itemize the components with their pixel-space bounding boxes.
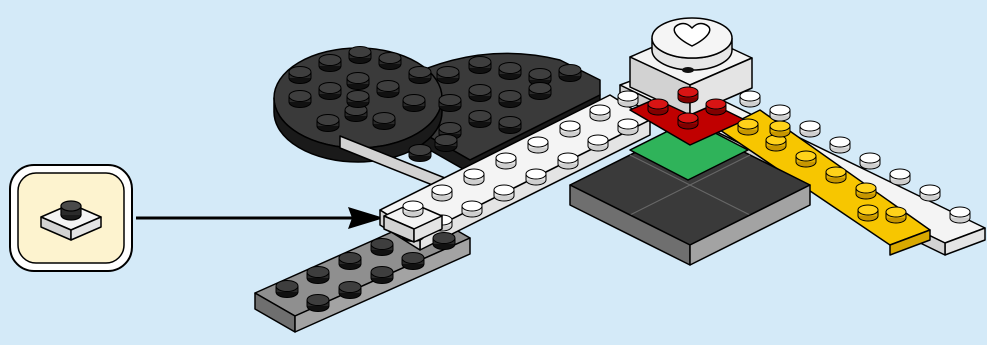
- instruction-step: [0, 0, 987, 345]
- model-illustration: [0, 0, 987, 345]
